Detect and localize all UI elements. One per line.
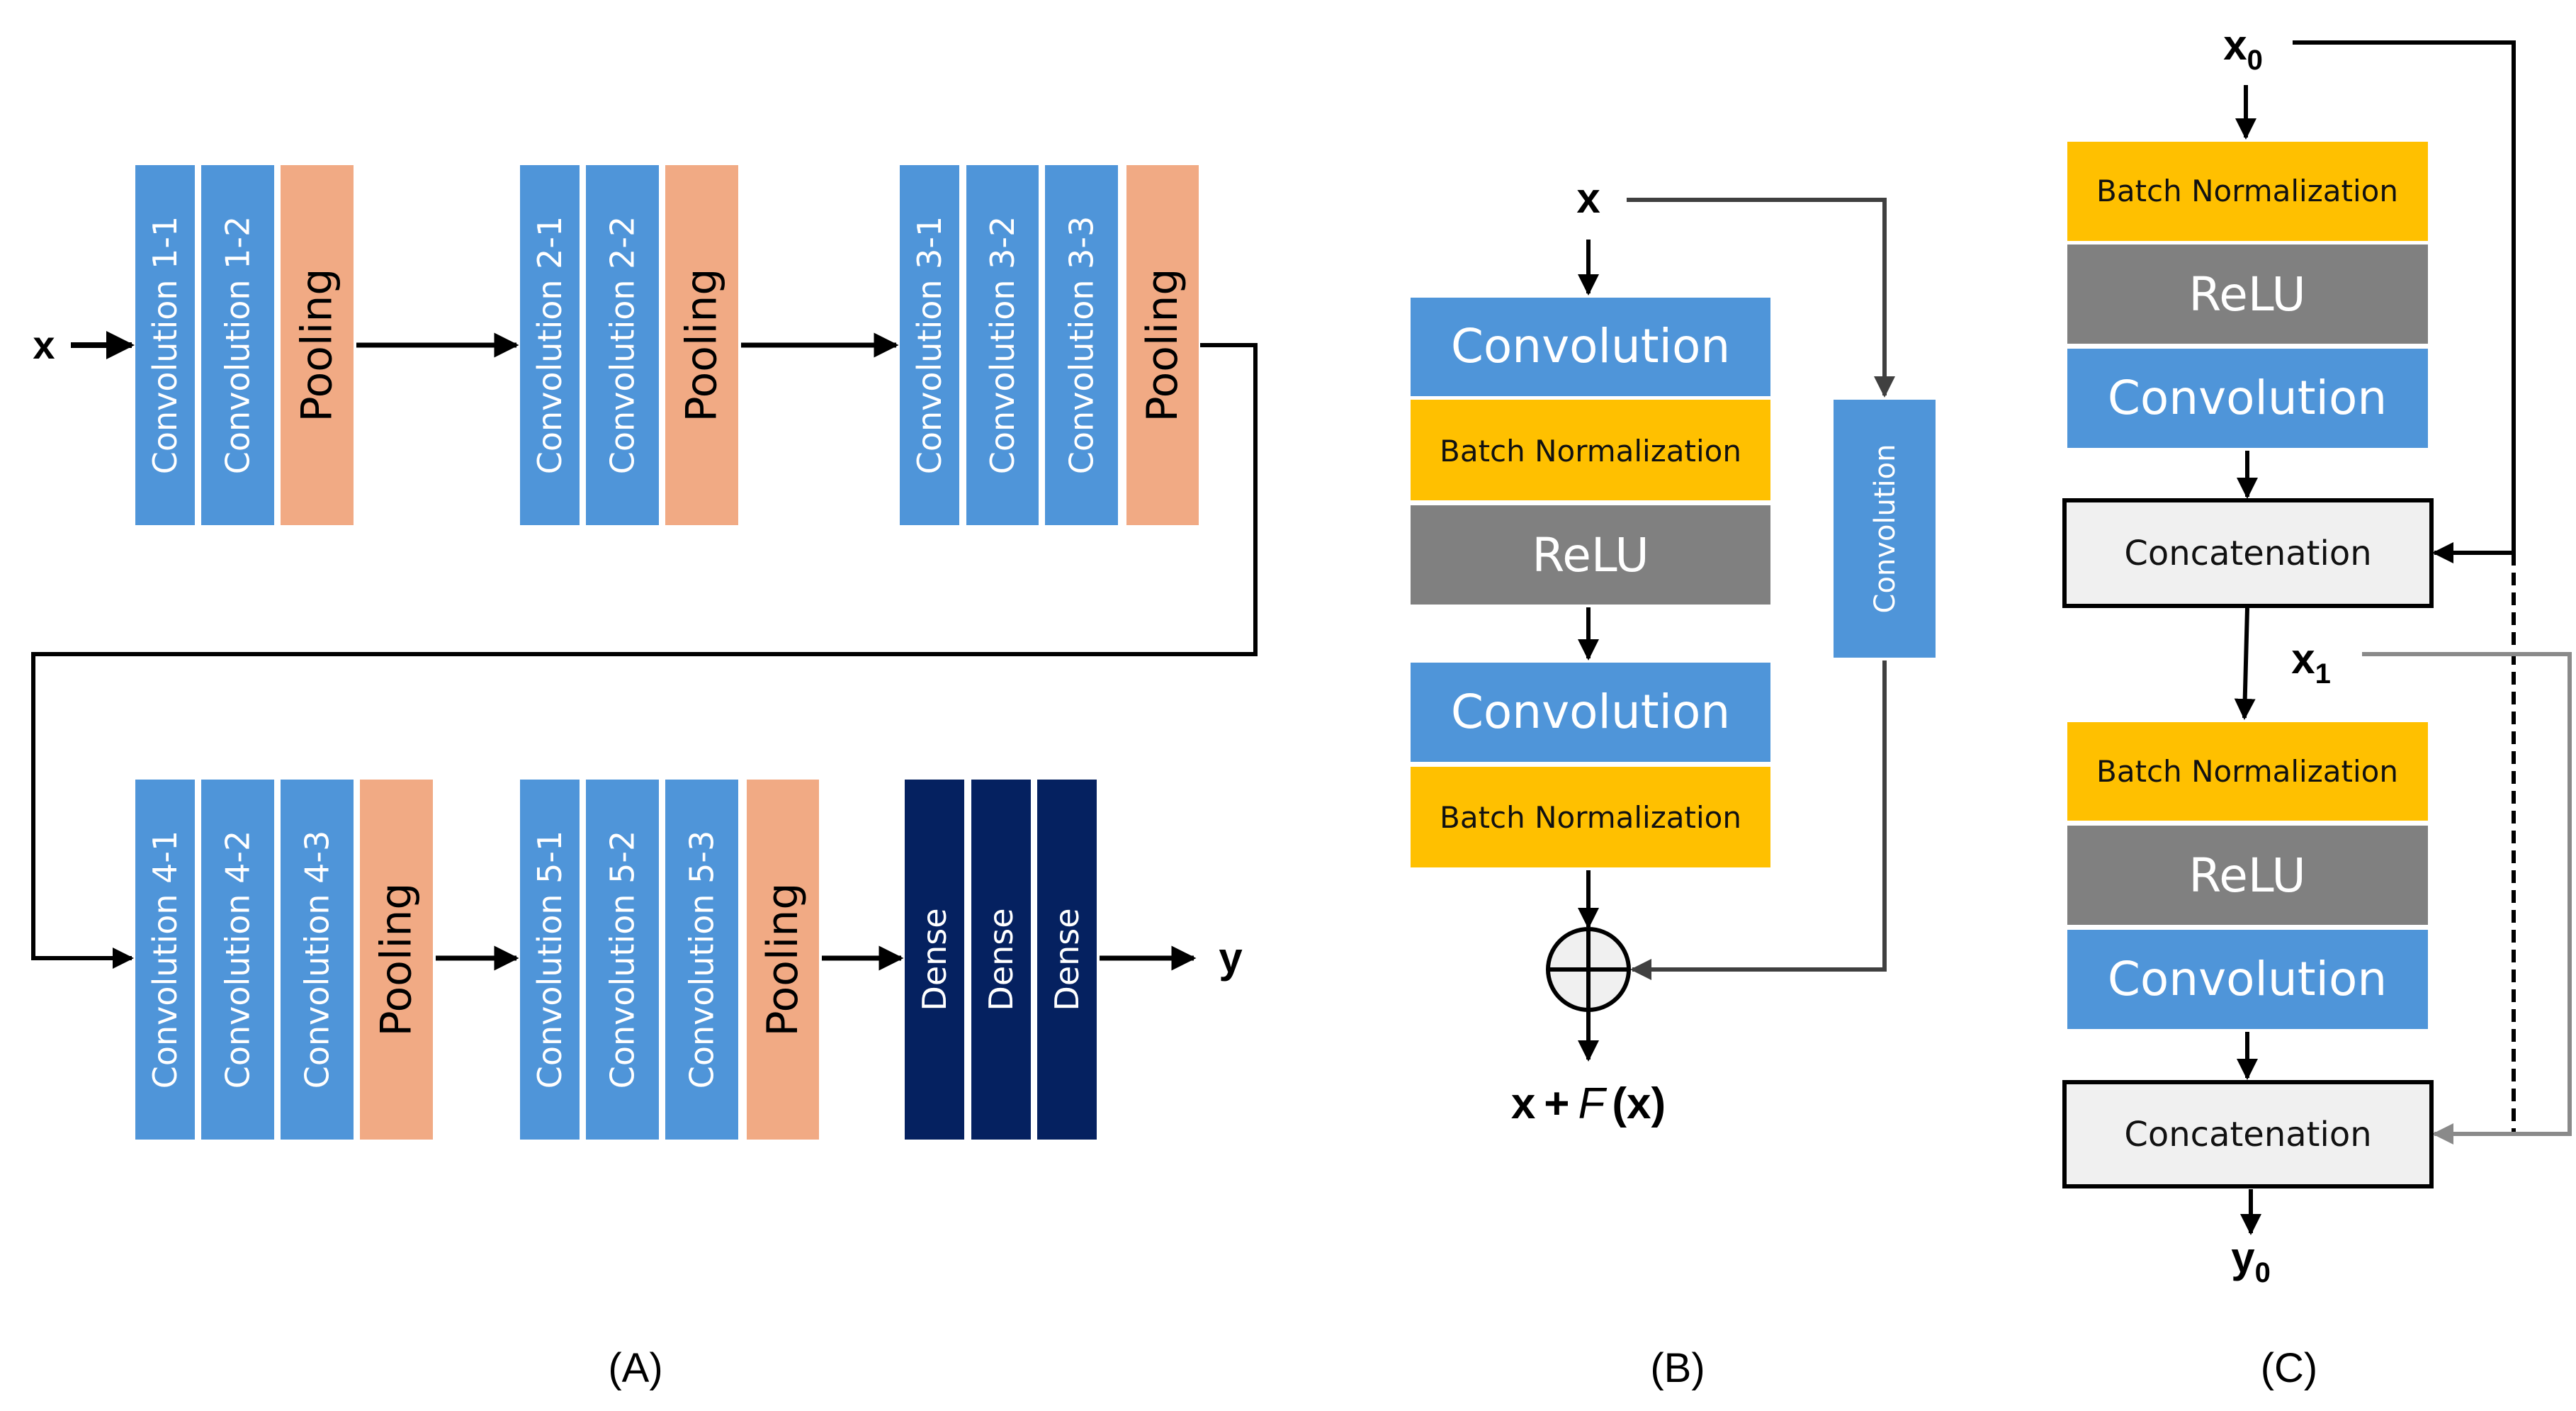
- layer-relu-1-label: ReLU: [1532, 528, 1649, 583]
- conv-layer: [201, 165, 274, 525]
- conv-layer-label: Convolution 1-2: [219, 216, 257, 475]
- conv-layer-label: Convolution 5-3: [683, 831, 721, 1089]
- dense-layer: [1037, 780, 1097, 1140]
- conv-layer: [201, 780, 274, 1140]
- pooling-layer: [281, 165, 354, 525]
- conv-layer: [1045, 165, 1118, 525]
- dense-layer-label: Dense: [915, 908, 954, 1011]
- pooling-layer: [665, 165, 738, 525]
- conv-layer-label: Convolution 1-1: [146, 216, 184, 475]
- c2-concatenation: [2062, 1080, 2434, 1188]
- input-label-x0: x0: [2223, 21, 2263, 76]
- c1-concatenation: [2062, 498, 2434, 608]
- pooling-layer-label: Pooling: [372, 883, 422, 1037]
- add-icon: [1546, 927, 1631, 1012]
- layer-relu-1: [1411, 505, 1770, 605]
- c2-convolution-label: Convolution: [2108, 952, 2387, 1006]
- conv-layer-label: Convolution 2-2: [604, 216, 642, 475]
- conv-layer-label: Convolution 5-1: [531, 831, 569, 1089]
- conv-layer-label: Convolution 4-3: [298, 831, 337, 1089]
- c1-concatenation-label: Concatenation: [2124, 534, 2371, 573]
- conv-layer: [520, 780, 580, 1140]
- pooling-layer-label: Pooling: [293, 269, 342, 422]
- c1-batch-norm: [2067, 142, 2428, 241]
- c1-convolution: [2067, 349, 2428, 448]
- output-label-y: y: [1219, 934, 1243, 982]
- skip-convolution-label: Convolution: [1869, 444, 1902, 614]
- output-label-y0: y0: [2231, 1234, 2271, 1288]
- c1-relu: [2067, 244, 2428, 344]
- skip-convolution: [1834, 400, 1936, 658]
- panel-c: x0 Batch Normalization ReLU Convolution …: [2062, 21, 2572, 1391]
- skip-path-to-conv: [1627, 198, 1895, 398]
- conv-layer-label: Convolution 4-1: [146, 831, 184, 1089]
- connector-row1-to-row2: [31, 343, 1258, 969]
- pooling-layer: [360, 780, 433, 1140]
- mid-label-x1: x1: [2291, 635, 2331, 690]
- c2-relu-label: ReLU: [2188, 848, 2305, 903]
- pooling-layer: [747, 780, 819, 1140]
- conv-layer-label: Convolution 3-1: [910, 216, 949, 475]
- conv-layer: [135, 780, 195, 1140]
- c2-concatenation-label: Concatenation: [2124, 1115, 2371, 1154]
- panel-b: x Convolution Batch Normalization ReLU C…: [1411, 174, 1936, 1391]
- layer-batch-norm-1-label: Batch Normalization: [1440, 434, 1741, 468]
- layer-batch-norm-1: [1411, 400, 1770, 500]
- pooling-layer-label: Pooling: [758, 883, 808, 1037]
- c1-batch-norm-label: Batch Normalization: [2096, 174, 2398, 208]
- pooling-layer: [1126, 165, 1199, 525]
- arrow-concat1-to-bn2: [2234, 607, 2256, 720]
- c2-convolution: [2067, 930, 2428, 1029]
- layer-convolution-1-label: Convolution: [1451, 319, 1730, 373]
- skip-x1-to-concat2: [2362, 652, 2572, 1145]
- c2-batch-norm-label: Batch Normalization: [2096, 754, 2398, 789]
- conv-layer-label: Convolution 3-3: [1063, 216, 1101, 475]
- conv-layer-label: Convolution 3-2: [983, 216, 1022, 475]
- dense-layer: [905, 780, 964, 1140]
- conv-layer: [135, 165, 195, 525]
- input-label-x: x: [33, 322, 55, 367]
- conv-layer: [586, 165, 659, 525]
- layer-convolution-2: [1411, 663, 1770, 762]
- conv-layer: [520, 165, 580, 525]
- c1-convolution-label: Convolution: [2108, 371, 2387, 425]
- skip-x0-to-concat1: [2293, 40, 2516, 563]
- layer-convolution-2-label: Convolution: [1451, 685, 1730, 739]
- caption-c: (C): [2261, 1345, 2318, 1391]
- skip-path-to-add: [1630, 660, 1887, 980]
- c2-relu: [2067, 826, 2428, 925]
- output-formula: x+F(x): [1511, 1079, 1666, 1128]
- dense-layer-label: Dense: [982, 908, 1020, 1011]
- pooling-layer-label: Pooling: [677, 269, 727, 422]
- layer-batch-norm-2: [1411, 767, 1770, 867]
- dense-layer-label: Dense: [1048, 908, 1086, 1011]
- conv-layer: [586, 780, 659, 1140]
- layer-convolution-1: [1411, 298, 1770, 396]
- dense-layer: [971, 780, 1031, 1140]
- conv-layer: [281, 780, 354, 1140]
- conv-layer-label: Convolution 5-2: [604, 831, 642, 1089]
- c2-batch-norm: [2067, 722, 2428, 821]
- conv-layer: [966, 165, 1039, 525]
- caption-b: (B): [1650, 1345, 1705, 1391]
- input-label-x: x: [1576, 174, 1600, 222]
- caption-a: (A): [608, 1345, 662, 1391]
- c1-relu-label: ReLU: [2188, 267, 2305, 322]
- layer-batch-norm-2-label: Batch Normalization: [1440, 800, 1741, 835]
- conv-layer-label: Convolution 2-1: [531, 216, 569, 475]
- conv-layer: [900, 165, 959, 525]
- pooling-layer-label: Pooling: [1138, 269, 1187, 422]
- conv-layer-label: Convolution 4-2: [219, 831, 257, 1089]
- conv-layer: [665, 780, 738, 1140]
